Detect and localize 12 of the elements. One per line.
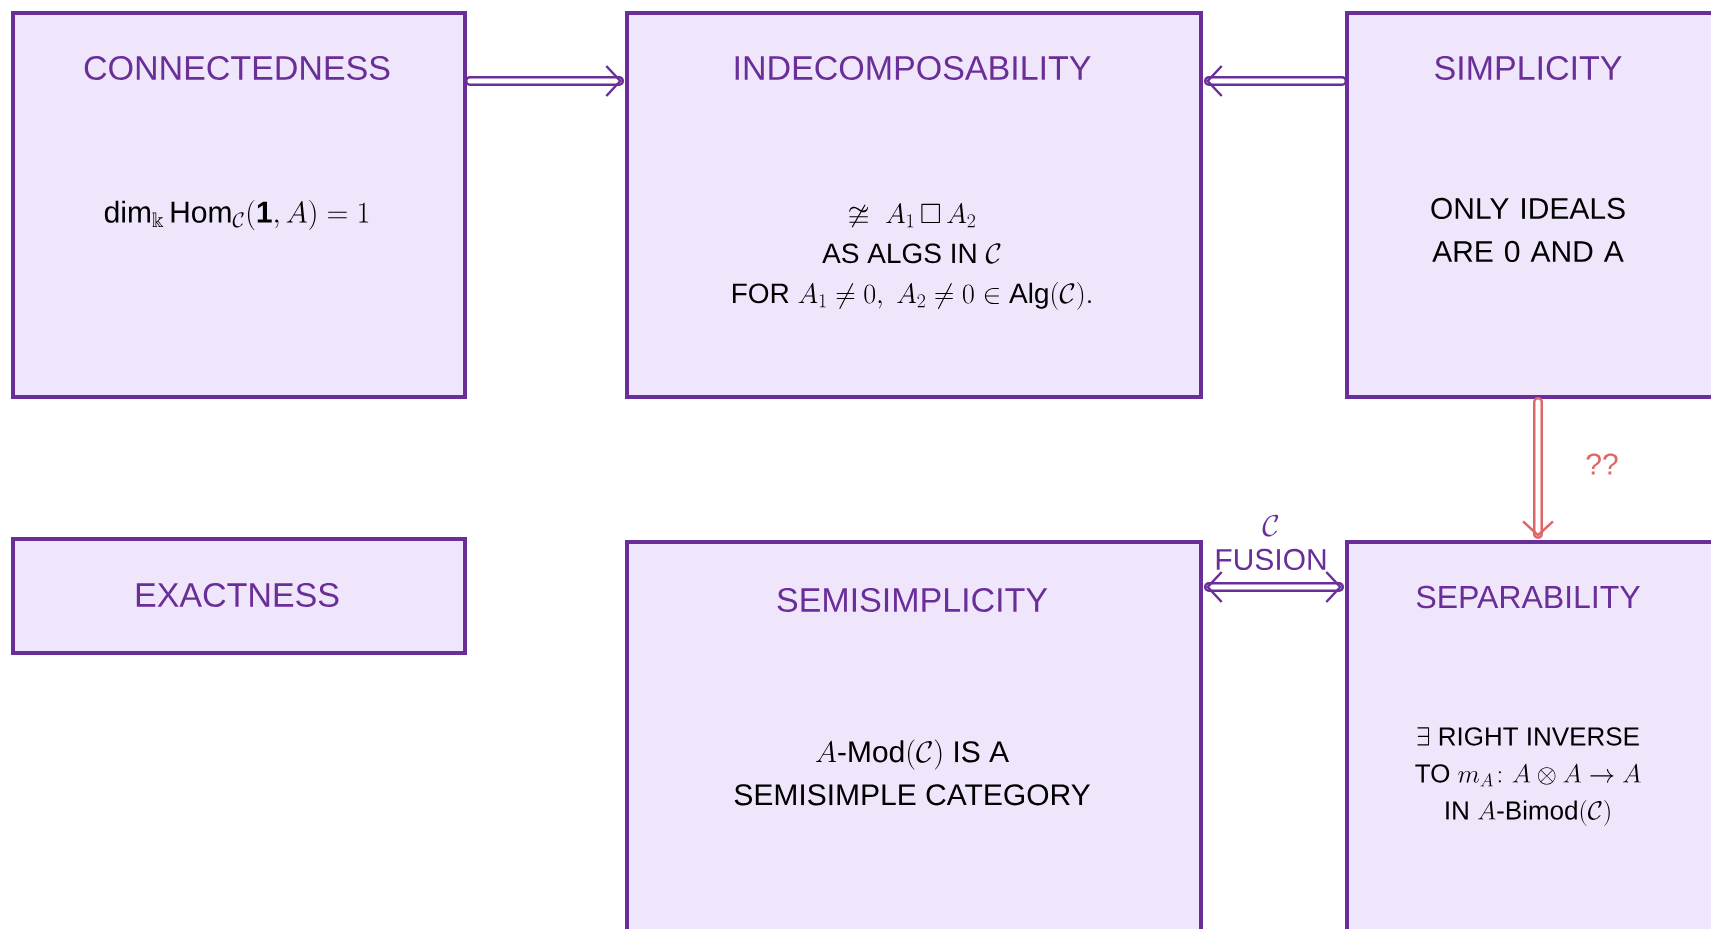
double-arrow [1203, 65, 1347, 97]
concept-box: SIMPLICITY ONLY IDEALS ARE 0 AND A [1345, 11, 1711, 399]
double-arrow [1203, 571, 1345, 603]
concept-box: EXACTNESS [11, 537, 467, 655]
double-arrow [465, 65, 625, 97]
concept-box: SEPARABILITY $\begin{array}{c}\exists\ \mbox{RIGHT INVERSE}\\ \mbox{TO }m_A\colon A\otimes A\to A\\ \mbox{IN }A\mbox{-}\mathrm{Bimod}(\mathcal{C})\end{array}$ [1345, 540, 1711, 929]
edge-label: $\begin{array}{c}\mathcal{C}\\ \mbox{FUSION}\end{array}$ [1216, 514, 1326, 571]
edge-label: ?? [1586, 453, 1618, 475]
double-arrow [1522, 397, 1554, 540]
concept-box: INDECOMPOSABILITY $\begin{array}{c}\ncong\ A_1\,\square\,A_2\\ \mbox{AS ALGS IN }\mathcal{C}\\ \mbox{FOR }A_1\neq 0,\ A_2\neq 0\in\mathrm{Alg}(\mathcal{C}).\end{array}$ [625, 11, 1203, 399]
concept-box: CONNECTEDNESS $\dim_{\Bbbk}\mathrm{Hom}_{\mathcal{C}}(\mathbf{1},A)=1$ [11, 11, 467, 399]
concept-box: SEMISIMPLICITY $\begin{array}{c}A\mbox{-}\mathrm{Mod}(\mathcal{C})\ \mbox{IS A}\\ \mbox{SEMISIMPLE CATEGORY}\end{array}$ [625, 540, 1203, 929]
